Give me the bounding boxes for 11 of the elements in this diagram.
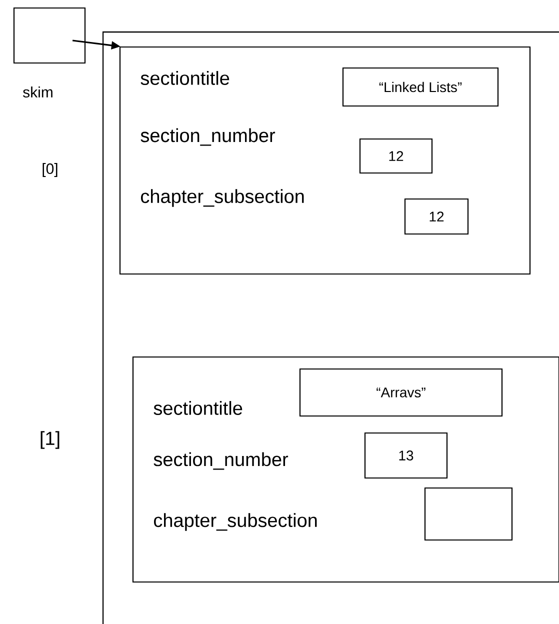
value-box: 12 xyxy=(404,198,469,235)
index-label: [0] xyxy=(42,163,58,177)
value-box: 13 xyxy=(364,432,448,479)
value-box: 12 xyxy=(359,138,433,174)
value-box xyxy=(424,487,513,541)
value-box: “Arravs” xyxy=(299,368,503,417)
value-box: “Linked Lists” xyxy=(342,67,499,107)
index-label: [1] xyxy=(40,431,60,449)
pointer-label: skim xyxy=(23,86,52,98)
pointer-box xyxy=(13,7,86,64)
array-frame xyxy=(102,31,559,624)
